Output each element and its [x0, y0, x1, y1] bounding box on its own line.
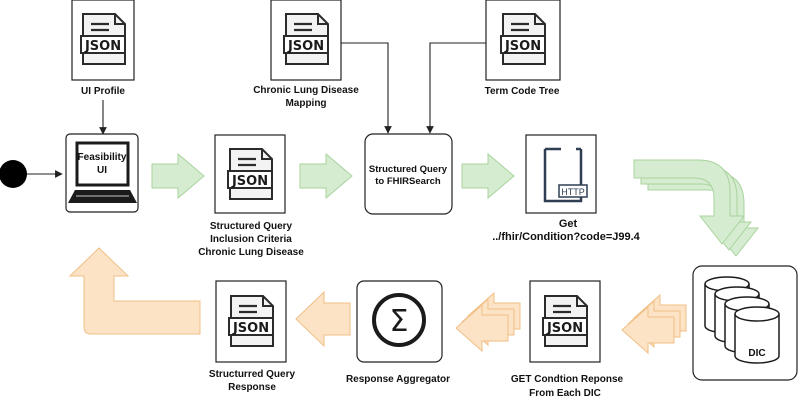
feasibility-ui-node: Feasibility UI — [65, 133, 139, 213]
response-aggregator-node: Σ Response Aggregator — [346, 280, 450, 385]
term-code-tree-node: JSON Term Code Tree — [485, 0, 561, 97]
svg-text:JSON: JSON — [231, 174, 268, 189]
structured-query-label-line3: Chronic Lung Disease — [198, 247, 304, 258]
dic-response-label-line2: From Each DIC — [529, 388, 601, 399]
http-badge: HTTP — [561, 187, 585, 197]
flow-arrow-right — [299, 152, 353, 200]
fanout-arrow-stack — [633, 159, 760, 257]
term-code-connector — [426, 42, 486, 134]
http-request-url: ../fhir/Condition?code=J99.4 — [492, 231, 640, 243]
monitor-icon — [68, 141, 137, 203]
structured-query-label-line1: Structured Query — [210, 221, 293, 232]
ui-profile-node: JSON UI Profile — [71, 0, 135, 97]
ui-profile-label: UI Profile — [81, 86, 125, 97]
mapping-connector — [341, 42, 392, 134]
json-file-icon: JSON — [79, 12, 127, 66]
query-translator-node: Structured Query to FHIRSearch — [364, 133, 453, 215]
json-file-icon: JSON — [226, 147, 274, 201]
dic-node: DIC — [692, 265, 798, 381]
http-request-label-line1: Get — [559, 218, 578, 230]
chronic-lung-mapping-label-line2: Mapping — [285, 98, 326, 109]
json-file-icon: JSON — [541, 294, 589, 348]
structured-query-node: JSON Structured Query Inclusion Criteria… — [198, 134, 304, 258]
response-aggregator-label: Response Aggregator — [346, 374, 450, 385]
query-response-label-line2: Response — [228, 382, 276, 393]
return-arrow-up — [68, 247, 201, 335]
feasibility-ui-title-line2: UI — [97, 165, 107, 176]
return-arrow-left — [295, 290, 351, 348]
svg-text:JSON: JSON — [504, 39, 541, 54]
return-arrow-stack — [455, 291, 521, 353]
svg-text:JSON: JSON — [287, 39, 324, 54]
term-code-tree-label: Term Code Tree — [485, 86, 560, 97]
dic-response-node: JSON GET Condtion Reponse From Each DIC — [511, 280, 624, 399]
json-file-icon: JSON — [227, 294, 275, 348]
chronic-lung-mapping-node: JSON Chronic Lung Disease Mapping — [253, 0, 359, 109]
svg-text:JSON: JSON — [84, 39, 121, 54]
svg-text:JSON: JSON — [232, 321, 269, 336]
dic-label: DIC — [748, 348, 765, 359]
structured-query-label-line2: Inclusion Criteria — [210, 234, 292, 245]
return-arrow-stack — [621, 293, 687, 355]
dic-response-label-line1: GET Condtion Reponse — [511, 374, 624, 385]
sigma-symbol: Σ — [390, 304, 409, 339]
query-response-node: JSON Structurred Query Response — [209, 280, 296, 393]
svg-text:JSON: JSON — [546, 321, 583, 336]
sigma-icon — [372, 293, 426, 347]
start-node — [0, 160, 27, 188]
http-request-node: HTTP Get ../fhir/Condition?code=J99.4 — [492, 134, 641, 243]
flow-arrow-right — [461, 152, 515, 200]
feasibility-ui-title-line1: Feasibility — [78, 152, 127, 163]
database-stack-icon — [704, 276, 780, 364]
json-file-icon: JSON — [499, 12, 547, 66]
json-file-icon: JSON — [282, 12, 330, 66]
translator-title-line2: to FHIRSearch — [375, 176, 441, 187]
query-response-label-line1: Structurred Query — [209, 369, 296, 380]
chronic-lung-mapping-label-line1: Chronic Lung Disease — [253, 85, 359, 96]
http-icon: HTTP — [543, 147, 588, 203]
translator-title-line1: Structured Query — [369, 164, 448, 175]
flow-arrow-right — [151, 152, 205, 200]
